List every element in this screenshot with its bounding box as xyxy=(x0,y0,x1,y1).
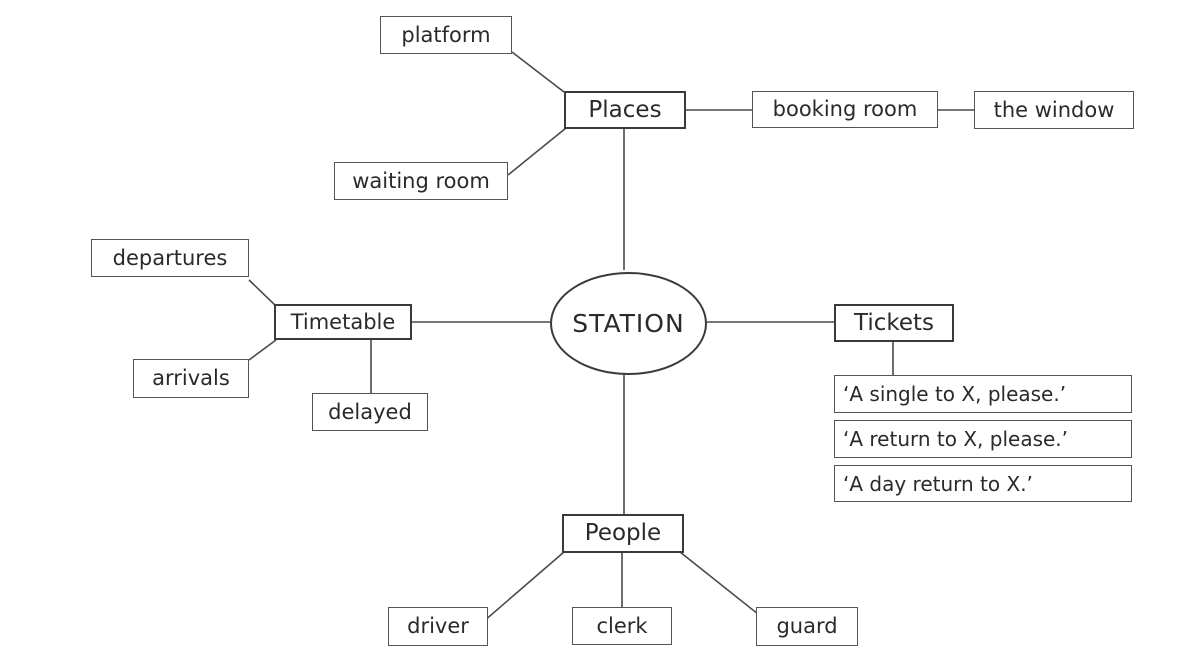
departures-node: departures xyxy=(91,239,249,277)
waiting-room-node: waiting room xyxy=(334,162,508,200)
platform-node: platform xyxy=(380,16,512,54)
tickets-node: Tickets xyxy=(834,304,954,342)
ticket-phrase-day-return: ‘A day return to X.’ xyxy=(834,465,1132,502)
timetable-node: Timetable xyxy=(274,304,412,340)
ticket-phrase-return: ‘A return to X, please.’ xyxy=(834,420,1132,458)
clerk-node: clerk xyxy=(572,607,672,645)
link-timetable-arrivals xyxy=(248,339,277,361)
the-window-node: the window xyxy=(974,91,1134,129)
delayed-node: delayed xyxy=(312,393,428,431)
places-node: Places xyxy=(564,91,686,129)
driver-node: driver xyxy=(388,607,488,646)
booking-room-node: booking room xyxy=(752,91,938,128)
ticket-phrase-single: ‘A single to X, please.’ xyxy=(834,375,1132,413)
link-people-driver xyxy=(475,551,565,629)
arrivals-node: arrivals xyxy=(133,359,249,398)
link-places-platform xyxy=(511,51,565,93)
station-node: STATION xyxy=(550,272,707,375)
link-people-guard xyxy=(679,551,769,623)
guard-node: guard xyxy=(756,607,858,646)
people-node: People xyxy=(562,514,684,553)
link-places-waiting-room xyxy=(507,127,567,176)
link-timetable-departures xyxy=(248,279,277,307)
